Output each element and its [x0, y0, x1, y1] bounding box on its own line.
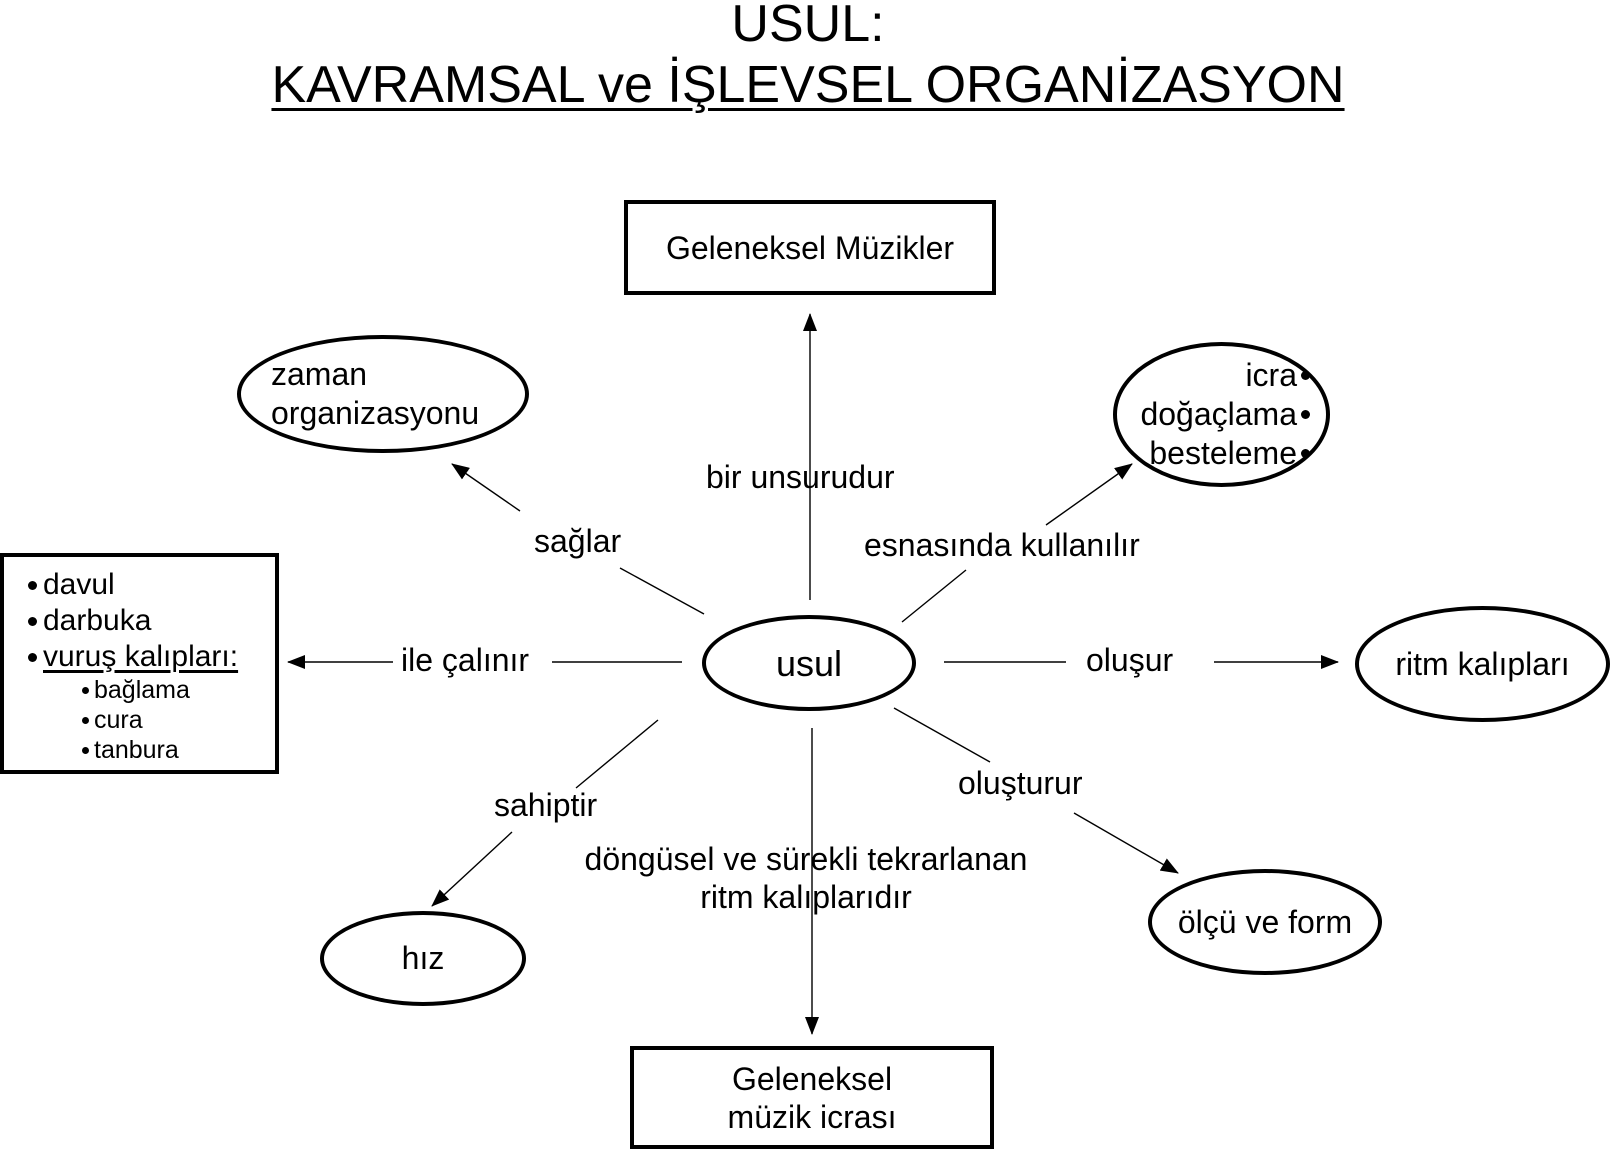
node-hiz-label: hız: [401, 940, 445, 976]
sub-item-cura: cura: [94, 706, 143, 734]
edge-bottom-right-line-b: [1073, 812, 1179, 874]
edge-label-sahiptir: sahiptir: [494, 787, 598, 823]
node-olcu-ve-form: ölçü ve form: [1148, 869, 1382, 975]
performance-list: icra doğaçlama besteleme: [1140, 356, 1310, 473]
bullet-icon: [1301, 410, 1310, 419]
edge-top-right-line-b: [1045, 463, 1133, 526]
list-item: bağlama: [82, 675, 275, 705]
instrument-item-darbuka: darbuka: [43, 604, 152, 637]
bullet-icon: [82, 746, 89, 754]
node-geleneksel-muzikler: Geleneksel Müzikler: [624, 200, 996, 295]
center-node-usul: usul: [702, 615, 916, 711]
bullet-icon: [28, 580, 37, 590]
edge-bottom-right-line-a: [893, 707, 991, 763]
performance-item-dogaclama: doğaçlama: [1140, 396, 1297, 432]
diagram-subtitle: KAVRAMSAL ve İŞLEVSEL ORGANİZASYON: [271, 56, 1345, 114]
bullet-icon: [1301, 449, 1310, 458]
bullet-icon: [28, 652, 37, 662]
edge-bottom-left-line-b: [431, 831, 513, 907]
node-geleneksel-muzikler-label: Geleneksel Müzikler: [665, 229, 955, 266]
edge-label-dongusel: döngüsel ve sürekli tekrarlanan ritm kal…: [556, 840, 1056, 916]
list-item: vuruş kalıpları:: [28, 639, 275, 675]
list-item: davul: [28, 567, 275, 603]
edge-label-esnasinda-kullanilir: esnasında kullanılır: [864, 527, 1140, 563]
diagram-title: USUL:: [731, 0, 885, 53]
edge-label-saglar: sağlar: [534, 523, 622, 559]
node-icra-dogaclama-besteleme: icra doğaçlama besteleme: [1113, 342, 1330, 487]
instrument-sub-list: bağlama cura tanbura: [82, 675, 275, 765]
edge-label-bir-unsurudur: bir unsurudur: [706, 459, 895, 495]
edge-top-left-line-b: [451, 463, 521, 512]
node-olcu-label: ölçü ve form: [1177, 903, 1353, 940]
list-item: darbuka: [28, 603, 275, 639]
bullet-icon: [82, 716, 89, 724]
node-zaman-line-1: zaman: [271, 356, 368, 392]
edge-top-right-line-a: [901, 569, 967, 623]
instrument-item-vurus-kaliplari: vuruş kalıpları:: [43, 640, 239, 673]
edge-label-dongusel-line-1: döngüsel ve sürekli tekrarlanan: [584, 841, 1028, 877]
performance-item-besteleme: besteleme: [1149, 435, 1297, 471]
sub-item-tanbura: tanbura: [94, 736, 179, 764]
list-item: doğaçlama: [1140, 395, 1310, 434]
sub-item-baglama: bağlama: [94, 676, 190, 704]
node-zaman-line-2: organizasyonu: [271, 395, 480, 431]
edge-label-ile-calinir: ile çalınır: [401, 642, 530, 678]
performance-item-icra: icra: [1245, 357, 1297, 393]
node-ritm-label: ritm kalıpları: [1395, 645, 1570, 682]
node-ritm-kaliplari: ritm kalıpları: [1355, 606, 1610, 722]
node-bottom-line-1: Geleneksel: [731, 1060, 893, 1097]
list-item: besteleme: [1140, 434, 1310, 473]
bullet-icon: [82, 686, 89, 694]
list-item: cura: [82, 705, 275, 735]
bullet-icon: [28, 616, 37, 626]
node-hiz: hız: [320, 911, 526, 1006]
instrument-item-davul: davul: [43, 568, 115, 601]
node-geleneksel-muzik-icrasi: Geleneksel müzik icrası: [630, 1046, 994, 1149]
edge-label-olusturur: oluşturur: [958, 765, 1083, 801]
edge-bottom-left-line-a: [575, 719, 659, 789]
node-zaman-organizasyonu: zaman organizasyonu: [237, 335, 529, 453]
instrument-list: davul darbuka vuruş kalıpları:: [28, 567, 275, 675]
edge-top-left-line-a: [619, 567, 705, 615]
center-node-label: usul: [775, 642, 843, 684]
bullet-icon: [1301, 371, 1310, 380]
list-item: icra: [1140, 356, 1310, 395]
node-zaman-text: zaman organizasyonu: [271, 355, 479, 433]
edge-label-dongusel-line-2: ritm kalıplarıdır: [700, 879, 912, 915]
node-bottom-line-2: müzik icrası: [727, 1098, 897, 1135]
list-item: tanbura: [82, 735, 275, 765]
edge-label-olusur: oluşur: [1086, 642, 1174, 678]
node-instruments: davul darbuka vuruş kalıpları: bağlama c…: [0, 553, 279, 774]
